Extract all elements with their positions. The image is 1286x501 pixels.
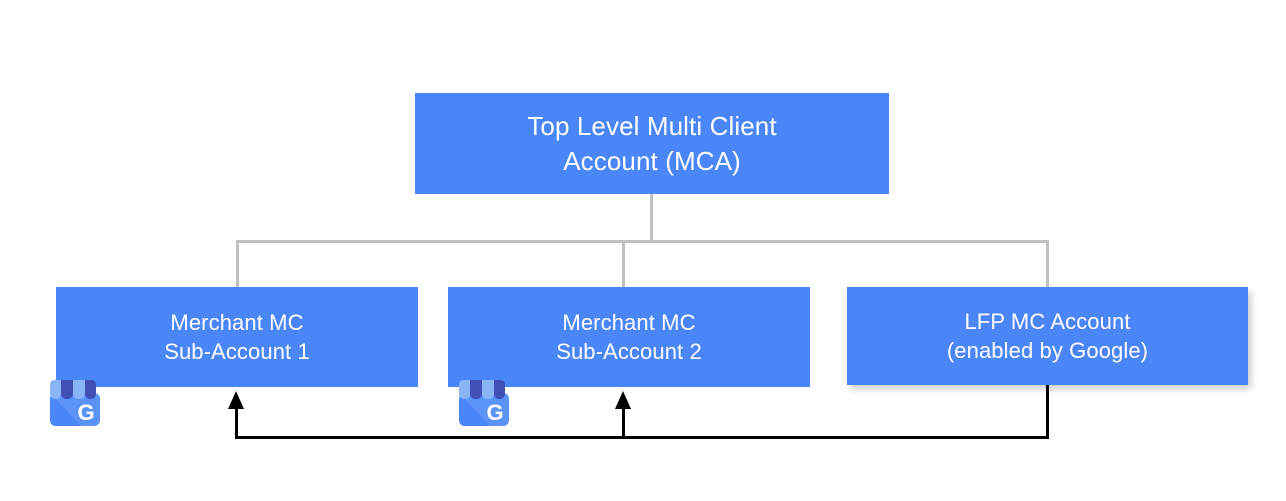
google-business-profile-icon: G <box>450 366 518 434</box>
connector-drop-sub1 <box>236 240 239 289</box>
node-merchant-sub-account-1[interactable]: Merchant MC Sub-Account 1 <box>56 287 418 387</box>
arrowhead-to-sub1-icon <box>228 391 244 409</box>
node-lfp-mc-account[interactable]: LFP MC Account (enabled by Google) <box>847 287 1248 385</box>
feedback-line-from-lfp <box>1046 385 1049 439</box>
google-business-profile-icon-letter: G <box>486 400 503 425</box>
node-merchant-sub-account-1-line2: Sub-Account 1 <box>164 339 310 364</box>
node-merchant-sub-account-1-line1: Merchant MC <box>170 309 304 335</box>
node-merchant-sub-account-2[interactable]: Merchant MC Sub-Account 2 <box>448 287 810 387</box>
connector-drop-sub2 <box>622 240 625 289</box>
connector-mca-stem <box>650 194 653 243</box>
feedback-line-to-sub1 <box>235 408 238 438</box>
node-top-level-mca-line1: Top Level Multi Client <box>527 110 777 141</box>
google-business-profile-icon-svg: G <box>459 380 509 426</box>
feedback-line-horizontal <box>235 436 1049 439</box>
node-merchant-sub-account-2-line2: Sub-Account 2 <box>556 339 702 364</box>
google-business-profile-icon-svg: G <box>50 380 100 426</box>
node-lfp-mc-account-line1: LFP MC Account <box>964 308 1131 334</box>
google-business-profile-icon: G <box>41 366 109 434</box>
node-lfp-mc-account-line2: (enabled by Google) <box>946 338 1149 363</box>
google-business-profile-icon-letter: G <box>77 400 94 425</box>
connector-drop-lfp <box>1046 240 1049 289</box>
arrowhead-to-sub2-icon <box>615 391 631 409</box>
feedback-line-to-sub2 <box>622 408 625 438</box>
node-top-level-mca-line2: Account (MCA) <box>563 145 741 176</box>
node-top-level-mca[interactable]: Top Level Multi Client Account (MCA) <box>415 93 889 194</box>
connector-horizontal-bar <box>236 240 1049 243</box>
node-merchant-sub-account-2-line1: Merchant MC <box>562 309 696 335</box>
